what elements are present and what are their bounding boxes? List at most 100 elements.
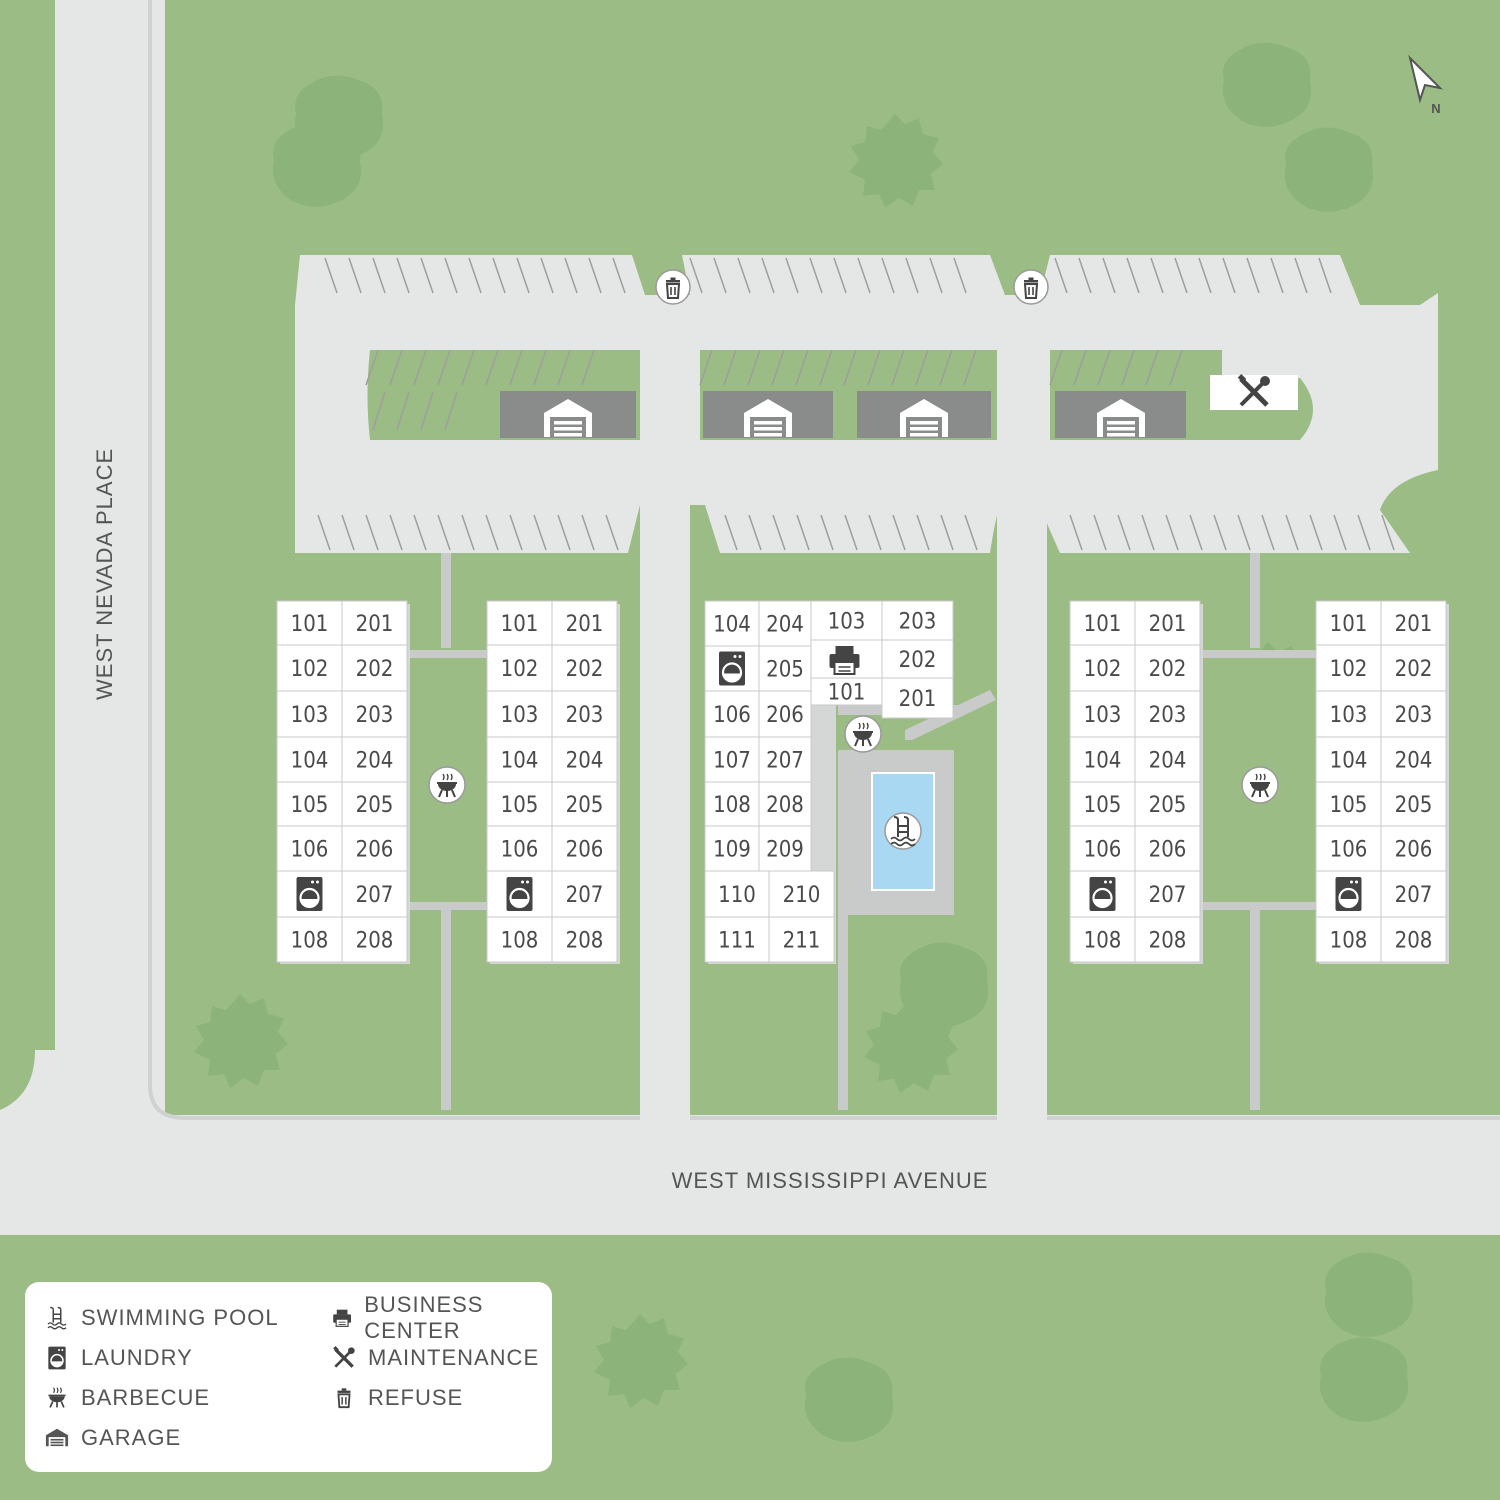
unit-label: 209 bbox=[766, 838, 804, 863]
unit-label: 203 bbox=[356, 703, 394, 728]
garages bbox=[500, 374, 1298, 438]
legend-label: LAUNDRY bbox=[81, 1345, 193, 1370]
unit-label: 106 bbox=[713, 703, 751, 728]
unit-label: 111 bbox=[718, 929, 756, 954]
unit-label: 105 bbox=[501, 793, 539, 818]
unit-label: 204 bbox=[356, 749, 394, 774]
unit-label: 201 bbox=[899, 687, 937, 712]
unit-label: 207 bbox=[766, 749, 804, 774]
legend-label: BARBECUE bbox=[81, 1385, 211, 1410]
unit-label: 206 bbox=[356, 838, 394, 863]
legend: SWIMMING POOL LAUNDRY BARBECUE GARAGE BU… bbox=[25, 1282, 552, 1472]
unit-label: 203 bbox=[1395, 703, 1433, 728]
unit-label: 101 bbox=[828, 681, 866, 706]
unit-label: 201 bbox=[566, 612, 604, 637]
garage-icon bbox=[45, 1428, 69, 1447]
unit-label: 109 bbox=[713, 838, 751, 863]
unit-label: 108 bbox=[291, 929, 329, 954]
unit-label: 202 bbox=[1395, 657, 1433, 682]
unit-label: 107 bbox=[713, 749, 751, 774]
laundry-icon bbox=[47, 1346, 67, 1370]
unit-label: 105 bbox=[1330, 793, 1368, 818]
compass-label: N bbox=[1431, 101, 1440, 116]
printer-icon bbox=[332, 1309, 352, 1327]
legend-label: BUSINESS CENTER bbox=[364, 1292, 484, 1343]
unit-label: 104 bbox=[291, 749, 329, 774]
unit-label: 205 bbox=[1149, 793, 1187, 818]
unit-label: 104 bbox=[1330, 749, 1368, 774]
unit-label: 108 bbox=[1330, 929, 1368, 954]
unit-label: 202 bbox=[1149, 657, 1187, 682]
unit-label: 101 bbox=[1084, 612, 1122, 637]
unit-label: 204 bbox=[566, 749, 604, 774]
unit-label: 103 bbox=[1330, 703, 1368, 728]
laundry-icon bbox=[1088, 875, 1117, 913]
legend-label: SWIMMING POOL bbox=[81, 1305, 279, 1330]
unit-label: 202 bbox=[899, 648, 937, 673]
unit-label: 103 bbox=[828, 610, 866, 635]
legend-label: REFUSE bbox=[368, 1385, 464, 1410]
maintenance-icon bbox=[332, 1346, 356, 1369]
unit-label: 208 bbox=[566, 929, 604, 954]
unit-label: 204 bbox=[766, 613, 804, 638]
building-b2: 101 201 102 202 103 203 104 204 105 205 106 206 207 1… bbox=[486, 600, 620, 964]
unit-label: 207 bbox=[566, 883, 604, 908]
unit-label: 205 bbox=[356, 793, 394, 818]
buildings: 101 201 102 202 103 203 104 204 105 205 106 206 207 1… bbox=[276, 600, 1449, 964]
legend-label: MAINTENANCE bbox=[368, 1345, 540, 1370]
unit-label: 211 bbox=[783, 929, 821, 954]
unit-label: 103 bbox=[501, 703, 539, 728]
unit-label: 101 bbox=[291, 612, 329, 637]
legend-item-business-center: BUSINESS CENTER bbox=[332, 1292, 552, 1343]
unit-label: 106 bbox=[1330, 838, 1368, 863]
unit-label: 202 bbox=[356, 657, 394, 682]
unit-label: 201 bbox=[356, 612, 394, 637]
unit-label: 106 bbox=[501, 838, 539, 863]
unit-label: 206 bbox=[766, 703, 804, 728]
unit-label: 101 bbox=[501, 612, 539, 637]
unit-label: 108 bbox=[1084, 929, 1122, 954]
roads bbox=[0, 0, 1500, 1235]
unit-label: 108 bbox=[501, 929, 539, 954]
laundry-icon bbox=[505, 875, 534, 913]
unit-label: 203 bbox=[566, 703, 604, 728]
unit-label: 205 bbox=[766, 658, 804, 683]
unit-label: 204 bbox=[1395, 749, 1433, 774]
unit-label: 206 bbox=[1395, 838, 1433, 863]
unit-label: 207 bbox=[1395, 883, 1433, 908]
compass-icon: N bbox=[1408, 54, 1444, 116]
legend-item-refuse: REFUSE bbox=[332, 1383, 463, 1413]
pool-icon bbox=[47, 1306, 67, 1330]
amenity-markers bbox=[428, 715, 1279, 850]
unit-label: 104 bbox=[501, 749, 539, 774]
parking-lot bbox=[295, 255, 1438, 1125]
legend-item-garage: GARAGE bbox=[45, 1423, 181, 1453]
unit-label: 206 bbox=[566, 838, 604, 863]
unit-label: 208 bbox=[766, 793, 804, 818]
legend-item-laundry: LAUNDRY bbox=[45, 1343, 193, 1373]
unit-label: 202 bbox=[566, 657, 604, 682]
unit-label: 102 bbox=[501, 657, 539, 682]
laundry-icon bbox=[295, 875, 324, 913]
unit-label: 106 bbox=[291, 838, 329, 863]
refuse-icon bbox=[336, 1387, 352, 1409]
unit-label: 102 bbox=[1330, 657, 1368, 682]
unit-label: 205 bbox=[566, 793, 604, 818]
unit-label: 105 bbox=[291, 793, 329, 818]
unit-label: 208 bbox=[1149, 929, 1187, 954]
unit-label: 108 bbox=[713, 793, 751, 818]
laundry-icon bbox=[1334, 875, 1363, 913]
unit-label: 207 bbox=[356, 883, 394, 908]
unit-label: 106 bbox=[1084, 838, 1122, 863]
road-label-west: WEST NEVADA PLACE bbox=[92, 448, 117, 700]
unit-label: 203 bbox=[1149, 703, 1187, 728]
legend-item-pool: SWIMMING POOL bbox=[45, 1303, 279, 1333]
unit-label: 208 bbox=[1395, 929, 1433, 954]
unit-label: 205 bbox=[1395, 793, 1433, 818]
courtyards bbox=[385, 650, 1330, 915]
unit-label: 105 bbox=[1084, 793, 1122, 818]
laundry-icon bbox=[717, 650, 747, 687]
